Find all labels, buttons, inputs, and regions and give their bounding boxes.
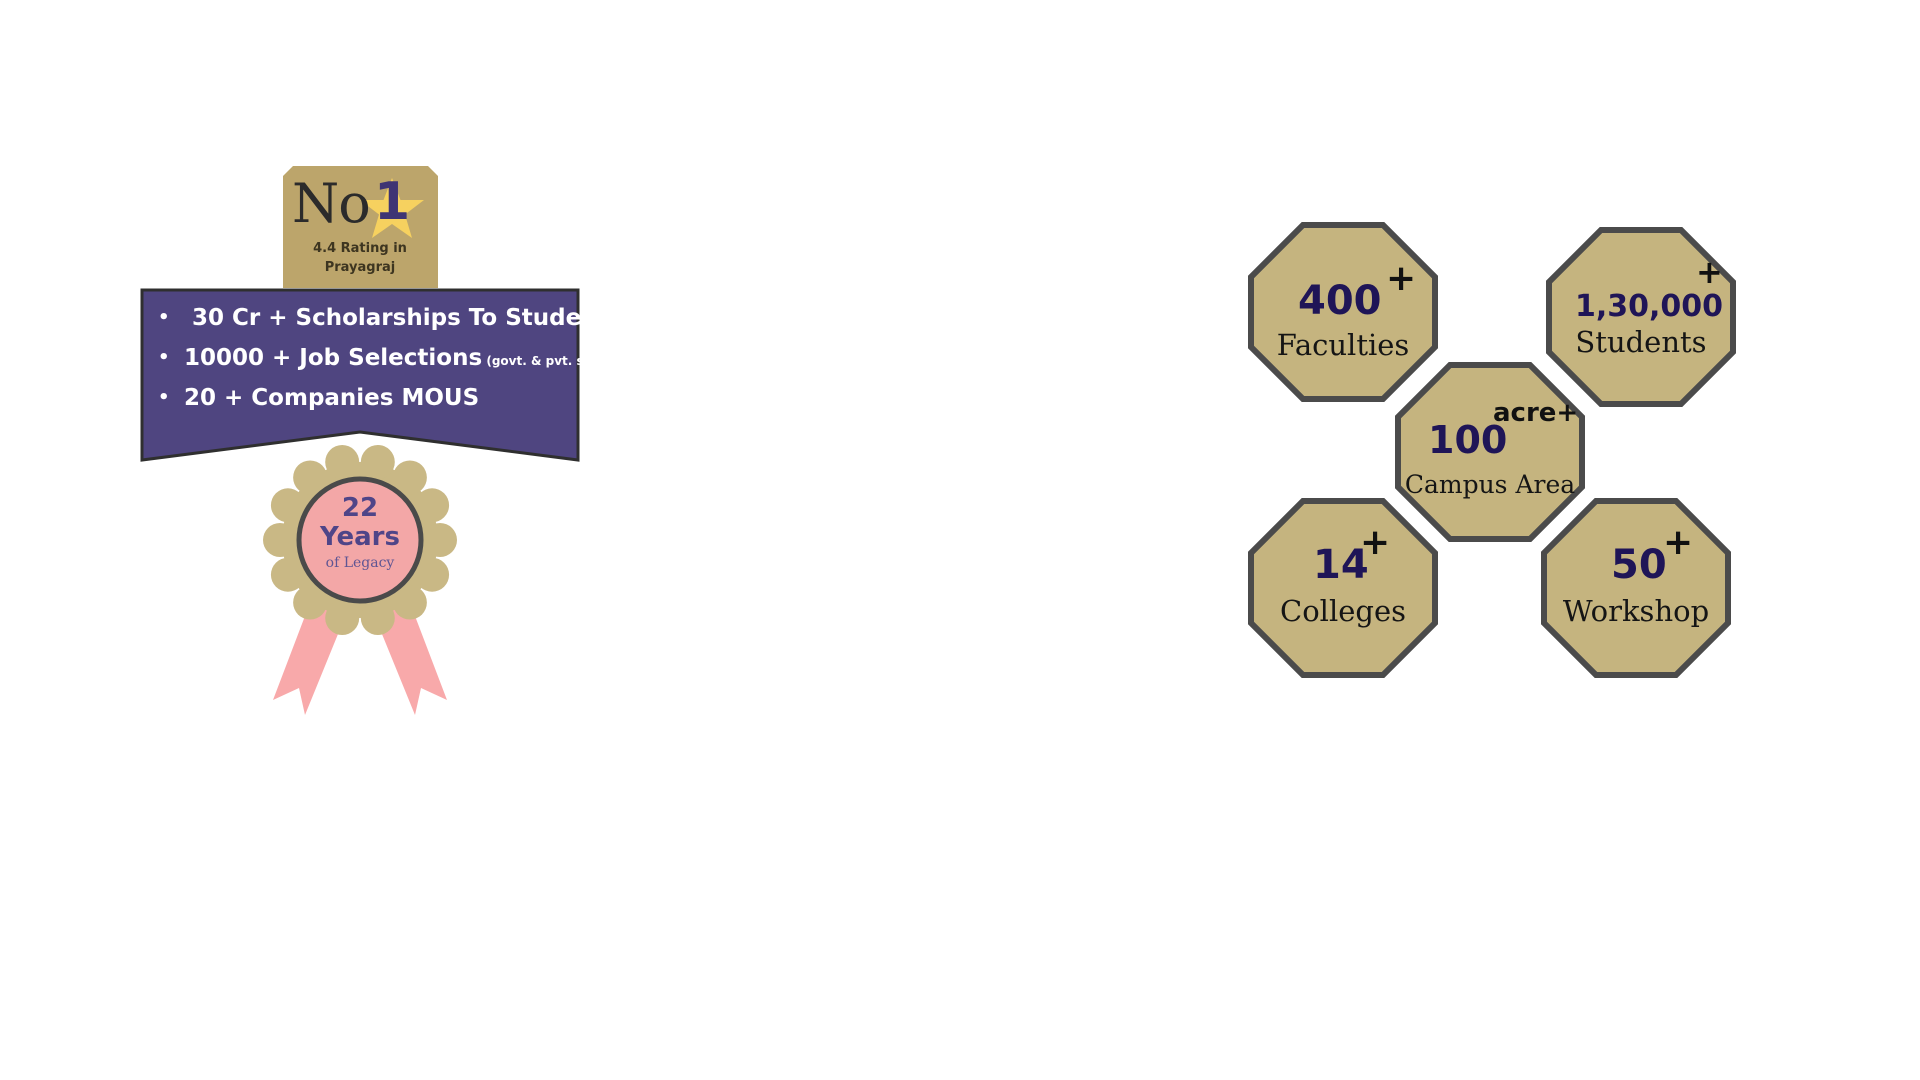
stat-value: 50 — [1611, 542, 1667, 588]
highlight-item: •20 + Companies MOUS — [158, 385, 480, 411]
rosette-scallop — [392, 460, 427, 495]
highlights-list: • 30 Cr + Scholarships To Students •1000… — [158, 300, 624, 420]
rosette-scallop — [423, 523, 457, 557]
highlight-item: •10000 + Job Selections (govt. & pvt. se… — [158, 345, 625, 371]
rosette-scallop — [270, 557, 305, 592]
highlight-text: 20 + Companies MOUS — [184, 385, 480, 411]
stat-label: Students — [1575, 325, 1707, 359]
octagon-shape — [1395, 362, 1585, 542]
rank-tag — [283, 166, 438, 288]
rosette-scallop — [415, 557, 450, 592]
highlight-note: (govt. & pvt. sector) — [482, 354, 625, 368]
rosette-scallop — [293, 585, 328, 620]
rosette-scallop — [360, 600, 395, 635]
stat-campus-area: 100 acre+ Campus Area — [1395, 362, 1585, 542]
rosette-scallop — [392, 585, 427, 620]
highlight-text: 10000 + Job Selections — [184, 345, 483, 371]
legacy-years: 22 Years — [320, 493, 400, 552]
stat-colleges: 14 + Colleges — [1248, 498, 1438, 678]
rosette-scallop — [360, 445, 395, 480]
stat-suffix: + — [1386, 258, 1417, 299]
rosette-scallop — [263, 523, 297, 557]
highlight-text: 30 Cr + Scholarships To Students — [184, 305, 623, 331]
star-icon — [360, 178, 424, 238]
stat-value: 100 — [1428, 418, 1508, 462]
rosette-scallop — [415, 488, 450, 523]
rosette-scallop — [325, 600, 360, 635]
stat-label: Campus Area — [1404, 470, 1576, 499]
stat-faculties: 400 + Faculties — [1248, 222, 1438, 402]
stat-suffix: acre+ — [1493, 398, 1579, 428]
octagon-shape — [1248, 222, 1438, 402]
stat-students: 1,30,000 + Students — [1546, 227, 1736, 407]
rosette-scallop — [270, 488, 305, 523]
stat-suffix: + — [1696, 253, 1723, 291]
octagon-shape — [1541, 498, 1731, 678]
highlight-item: • 30 Cr + Scholarships To Students — [158, 305, 623, 331]
stat-suffix: + — [1360, 522, 1391, 563]
highlights-banner — [140, 288, 580, 462]
rank-number: 1 — [374, 172, 411, 232]
stat-label: Colleges — [1280, 594, 1406, 628]
rank-no-label: No — [292, 172, 371, 235]
octagon-shape — [1248, 498, 1438, 678]
legacy-subtitle: of Legacy — [325, 555, 395, 571]
rosette-scallop — [325, 445, 360, 480]
stat-workshop: 50 + Workshop — [1541, 498, 1731, 678]
stat-suffix: + — [1663, 522, 1694, 563]
stat-label: Faculties — [1276, 328, 1410, 362]
rosette-scallop — [293, 460, 328, 495]
rosette-icon — [263, 445, 457, 715]
stat-label: Workshop — [1562, 594, 1710, 628]
stat-value: 400 — [1298, 278, 1382, 324]
stat-value: 14 — [1313, 542, 1369, 588]
stat-value: 1,30,000 — [1575, 289, 1724, 324]
octagon-shape — [1546, 227, 1736, 407]
rating-text: 4.4 Rating in Prayagraj — [313, 241, 407, 275]
